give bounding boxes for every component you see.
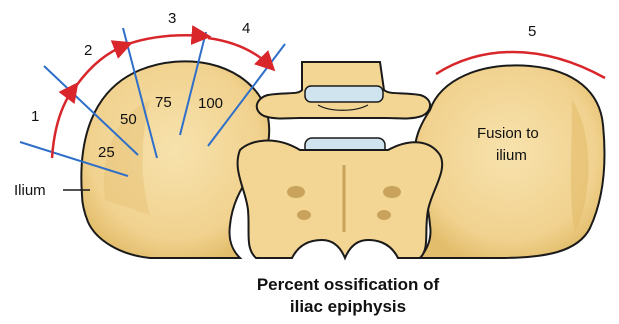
percent-label-50: 50 (120, 111, 137, 128)
stage-label-2: 2 (84, 42, 92, 59)
fusion-label-line2: ilium (496, 147, 527, 164)
arrow-stage-3 (128, 35, 204, 44)
fusion-label-line1: Fusion to (477, 125, 539, 142)
caption-line1: Percent ossification of (257, 275, 440, 294)
caption-line2: iliac epiphysis (290, 297, 406, 316)
sacral-foramen-left-lower (297, 210, 311, 220)
stage-label-4: 4 (242, 20, 250, 37)
percent-label-25: 25 (98, 144, 115, 161)
arrow-stage-4 (208, 38, 270, 66)
intervertebral-disc (305, 86, 383, 102)
stage-label-5: 5 (528, 23, 536, 40)
sacrum-bone (238, 141, 443, 258)
sacral-foramen-right-lower (377, 210, 391, 220)
percent-label-75: 75 (155, 94, 172, 111)
percent-label-100: 100 (198, 95, 223, 112)
sacral-foramen-right-upper (383, 186, 401, 198)
sacral-foramen-left-upper (287, 186, 305, 198)
stage-label-1: 1 (31, 108, 39, 125)
arrow-stage-1 (52, 88, 74, 158)
ilium-label: Ilium (14, 182, 46, 199)
stage-label-3: 3 (168, 10, 176, 27)
